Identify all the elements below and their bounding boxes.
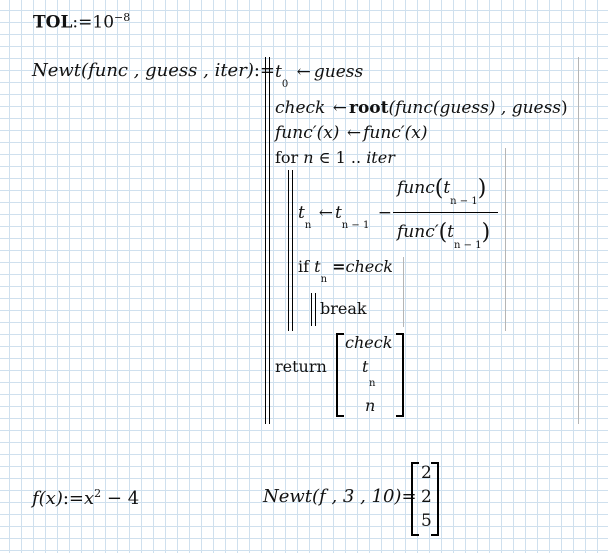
- assign-op: :=: [62, 488, 85, 509]
- fraction-denominator: func′(tn − 1): [397, 220, 491, 251]
- local-assign-arrow: ←: [332, 98, 348, 118]
- var-t: t: [362, 357, 369, 376]
- var-n: n: [303, 148, 314, 167]
- if-bar-1: [311, 293, 312, 326]
- f-definition[interactable]: f(x):=x2 − 4: [32, 488, 139, 508]
- keyword-for: for: [275, 148, 299, 167]
- line-newton-update[interactable]: tn ←tn − 1 −: [298, 203, 392, 231]
- func-derivative-name: func′: [397, 222, 439, 242]
- var-x: x: [84, 488, 95, 509]
- line-derivative[interactable]: func′(x) ←func′(x): [275, 125, 428, 142]
- fraction-numerator: func(tn − 1): [397, 176, 487, 207]
- open-paren: (: [438, 220, 448, 245]
- fraction-bar: [393, 212, 498, 213]
- line-if-condition[interactable]: if tn =check: [298, 257, 393, 285]
- minus-four: − 4: [101, 488, 140, 509]
- var-check: check: [345, 257, 393, 276]
- line-for-loop[interactable]: for n ∈ 1 .. iter: [275, 150, 395, 166]
- tol-exponent: −8: [114, 11, 131, 24]
- element-of-op: ∈: [318, 148, 331, 167]
- var-t: t: [275, 62, 282, 82]
- assign-op: :=: [72, 12, 93, 33]
- close-paren: ): [477, 176, 487, 201]
- program-bar-outer-1: [265, 57, 266, 424]
- eval-expression: Newt(f , 3 , 10): [263, 486, 402, 507]
- for-bar-1: [288, 170, 289, 331]
- for-region-right-edge: [505, 148, 506, 331]
- keyword-if: if: [298, 257, 310, 276]
- program-region-right-edge: [578, 57, 579, 424]
- program-bar-outer-2: [269, 57, 270, 424]
- newt-name: Newt: [32, 60, 82, 81]
- func-name: func: [397, 178, 435, 198]
- newt-params: (func , guess , iter): [81, 60, 254, 81]
- var-check: check: [275, 98, 326, 118]
- tol-definition[interactable]: TOL:=10−8: [33, 12, 130, 32]
- boolean-equals-op: =: [332, 257, 346, 276]
- range-end: iter: [366, 148, 395, 167]
- subscript-n-minus-1: n − 1: [454, 240, 482, 251]
- newt-evaluation[interactable]: Newt(f , 3 , 10)=: [263, 488, 417, 506]
- subscript-0: 0: [281, 79, 289, 90]
- line-init-t0[interactable]: t0 ←guess: [275, 62, 364, 90]
- result-left-bracket: [411, 462, 419, 536]
- result-value-1: 2: [421, 487, 432, 507]
- line-return[interactable]: return: [275, 359, 327, 375]
- var-t-prev: t: [334, 203, 342, 223]
- root-arg-2: guess: [511, 98, 562, 118]
- open-paren: (: [434, 176, 444, 201]
- if-bar-2: [315, 293, 316, 326]
- return-vector-left-bracket: [336, 333, 344, 417]
- return-element-check: check: [345, 333, 393, 352]
- var-t: t: [447, 222, 455, 242]
- keyword-return: return: [275, 357, 327, 376]
- range-dots: ..: [350, 148, 362, 167]
- subscript-n-minus-1: n − 1: [450, 196, 478, 207]
- return-vector-right-bracket: [396, 333, 404, 417]
- root-arg-1: (func(guess) ,: [388, 98, 512, 118]
- var-t: t: [314, 257, 321, 276]
- exponent: 2: [94, 487, 102, 500]
- minus-op: −: [377, 203, 392, 223]
- newt-function-header[interactable]: Newt(func , guess , iter):=: [32, 62, 275, 80]
- subscript-n-minus-1: n − 1: [341, 220, 370, 231]
- derivative-lhs: func′(x): [275, 123, 340, 143]
- var-t: t: [298, 203, 305, 223]
- range-start: 1: [335, 148, 346, 167]
- keyword-break: break: [320, 299, 367, 318]
- var-guess: guess: [313, 62, 364, 82]
- tol-name: TOL: [33, 12, 73, 33]
- for-bar-2: [292, 170, 293, 331]
- close-paren: ): [481, 220, 491, 245]
- root-close-paren: ): [561, 98, 568, 118]
- result-right-bracket: [431, 462, 439, 536]
- line-check-root[interactable]: check ←root(func(guess) , guess): [275, 100, 568, 117]
- local-assign-arrow: ←: [346, 123, 362, 143]
- local-assign-arrow: ←: [318, 203, 333, 223]
- result-value-0: 2: [421, 463, 432, 483]
- return-element-n: n: [365, 396, 376, 415]
- f-lhs: f(x): [32, 488, 63, 509]
- local-assign-arrow: ←: [296, 62, 311, 82]
- line-break[interactable]: break: [320, 301, 367, 317]
- result-value-2: 5: [421, 511, 432, 531]
- subscript-n: n: [320, 274, 328, 285]
- derivative-rhs: func′(x): [363, 123, 428, 143]
- root-function: root: [349, 98, 389, 118]
- subscript-n: n: [304, 220, 312, 231]
- var-t: t: [443, 178, 451, 198]
- tol-base: 10: [92, 12, 115, 33]
- subscript-n: n: [369, 378, 376, 389]
- if-region-right-edge: [403, 257, 404, 327]
